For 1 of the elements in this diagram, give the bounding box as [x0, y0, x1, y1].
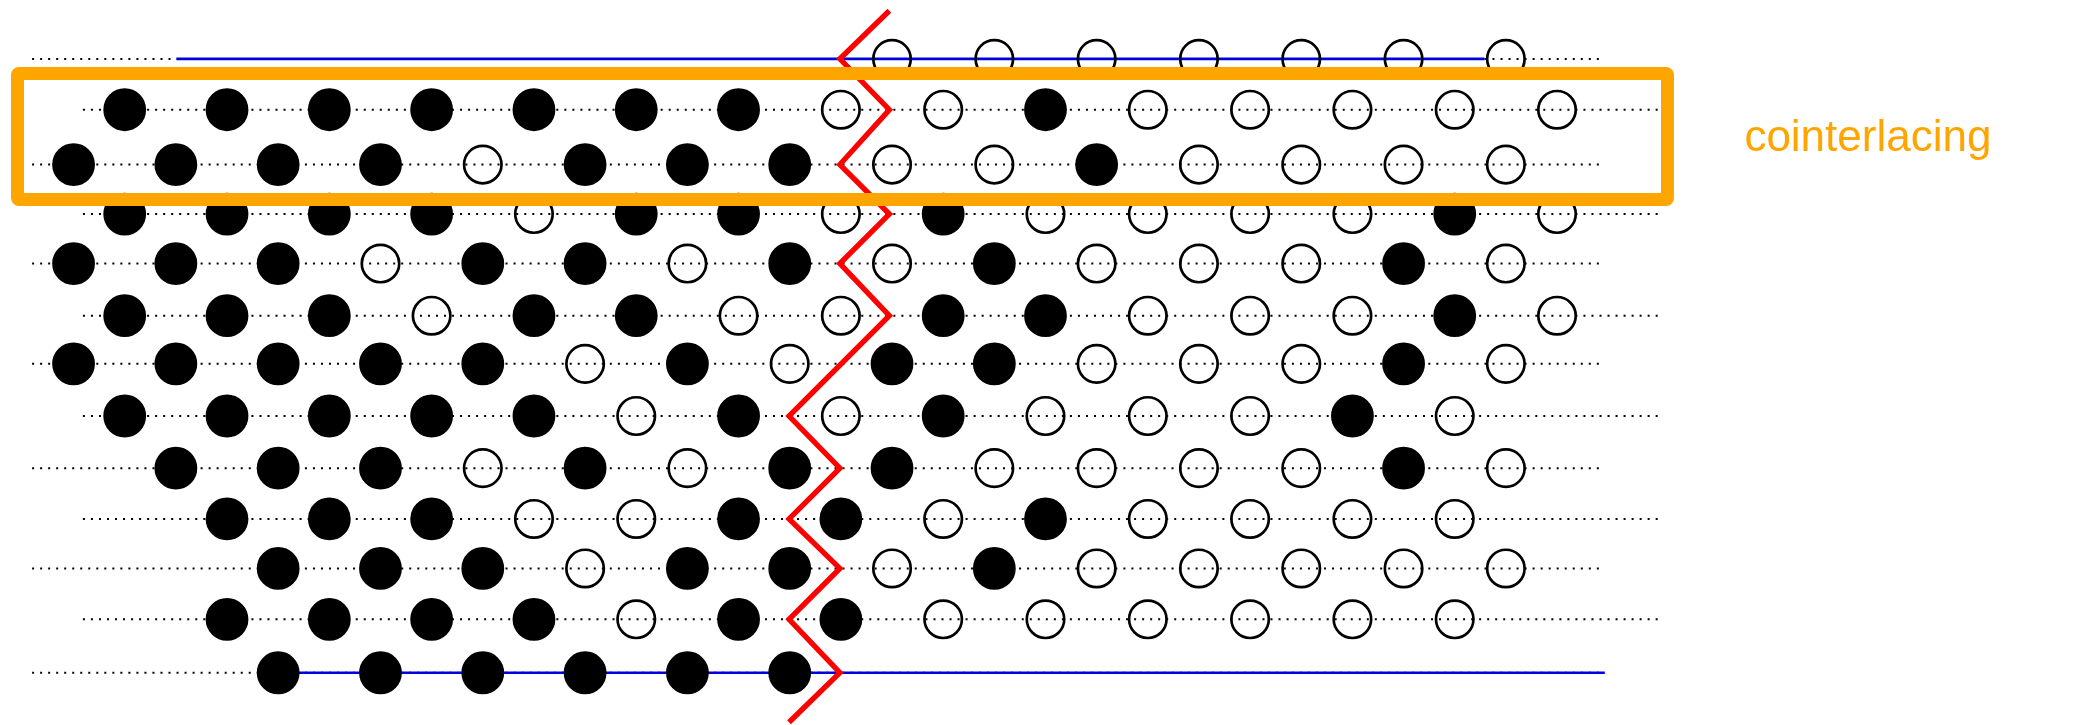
- frame-label: cointerlacing: [1744, 110, 1992, 163]
